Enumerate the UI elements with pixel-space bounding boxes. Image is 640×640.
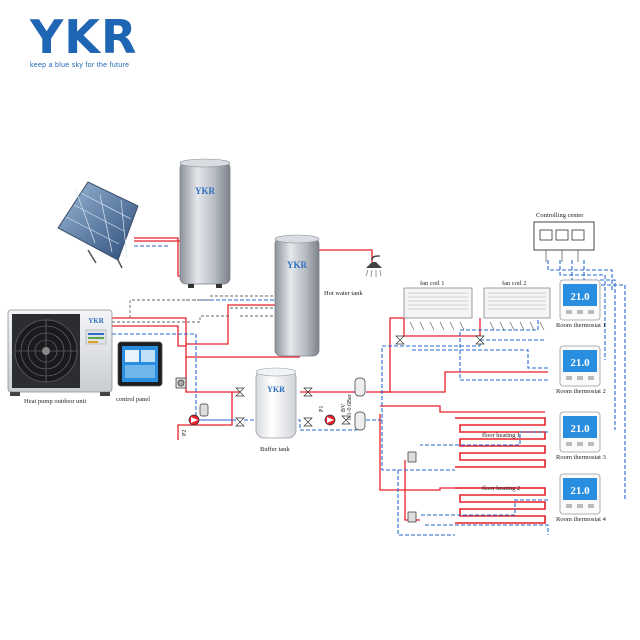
controlling-center-label: Controlling center xyxy=(536,212,584,219)
control-panel-label: control panel xyxy=(116,396,151,403)
control-panel-device xyxy=(117,341,163,387)
thermostat-3-reading: 21.0 xyxy=(570,423,590,435)
solar-cylinder: YKR xyxy=(179,158,231,288)
buffer-tank: YKR xyxy=(255,367,297,439)
floor-heating-1-loop xyxy=(455,417,546,468)
solar-panel xyxy=(57,181,139,269)
heat-pump-label: Heat pump outdoor unit xyxy=(24,398,87,405)
buffer-tank-label: Buffer tank xyxy=(260,446,290,453)
brand-logo: YKR keep a blue sky for the future xyxy=(30,14,140,69)
hot-water-tank: YKR xyxy=(274,234,320,357)
room-thermostat-1: 21.0 xyxy=(559,279,601,321)
room-thermostat-3: 21.0 xyxy=(559,411,601,453)
fan-coil-2-label: fan coil 2 xyxy=(502,280,527,287)
controlling-center xyxy=(533,221,595,262)
room-thermostat-2-label: Room thermostat 2 xyxy=(556,388,606,395)
thermostat-1-reading: 21.0 xyxy=(570,291,590,303)
hot-water-tank-label: Hot water tank xyxy=(324,290,363,297)
buffer-tank-logo: YKR xyxy=(267,385,285,394)
brand-slogan: keep a blue sky for the future xyxy=(30,62,130,69)
floor-heating-1-label: floor heating 1 xyxy=(482,432,521,439)
thermostat-4-reading: 21.0 xyxy=(570,485,590,497)
solar-cylinder-logo: YKR xyxy=(195,186,216,196)
bypass-valve-setting: 0.1-0.6Bar xyxy=(347,394,353,420)
room-thermostat-2: 21.0 xyxy=(559,345,601,387)
brand-logo-text: YKR xyxy=(30,10,138,64)
signal-wiring xyxy=(112,295,300,323)
bypass-valve-label: BV xyxy=(341,403,347,412)
room-thermostat-1-label: Room thermostat 1 xyxy=(556,322,606,329)
pump-p2-label: P2 xyxy=(182,430,188,436)
floor-heating-2-loop xyxy=(455,487,546,524)
room-thermostat-4: 21.0 xyxy=(559,473,601,515)
shower-icon xyxy=(365,255,382,278)
pump-p1-label: P1 xyxy=(319,406,325,412)
fan-coil-1-label: fan coil 1 xyxy=(420,280,445,287)
room-thermostat-4-label: Room thermostat 4 xyxy=(556,516,606,523)
valves-and-pumps xyxy=(175,335,485,523)
thermostat-2-reading: 21.0 xyxy=(570,357,590,369)
floor-heating-2-label: floor heating 2 xyxy=(482,485,521,492)
heat-pump-outdoor-unit: YKR xyxy=(7,309,113,396)
room-thermostat-3-label: Room thermostat 3 xyxy=(556,454,606,461)
fan-coil-2 xyxy=(483,287,551,331)
fan-coil-1 xyxy=(403,287,473,331)
unit-logo: YKR xyxy=(88,317,105,325)
hot-water-tank-logo: YKR xyxy=(287,260,308,270)
